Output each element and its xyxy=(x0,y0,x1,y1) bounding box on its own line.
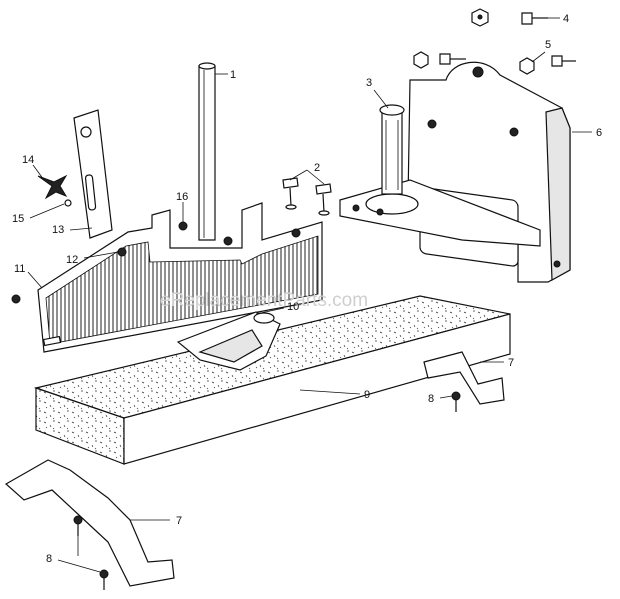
leader-lines xyxy=(27,17,592,573)
clamp-bracket-part xyxy=(73,109,113,239)
fence-part xyxy=(37,202,323,353)
callout-7-left: 7 xyxy=(176,515,182,527)
callout-1: 1 xyxy=(230,69,236,81)
watermark: eReplacementParts.com xyxy=(160,290,368,311)
callout-12: 12 xyxy=(66,254,78,266)
post-part xyxy=(198,62,216,241)
support-frame-part xyxy=(407,61,571,283)
screws-part-2 xyxy=(282,177,332,216)
leg-bracket-right xyxy=(423,351,505,405)
callout-3: 3 xyxy=(366,77,372,89)
spindle-assembly-part xyxy=(339,104,541,247)
callout-7-right: 7 xyxy=(508,357,514,369)
nuts-and-bolts xyxy=(413,8,576,75)
wing-nut-part xyxy=(37,174,72,207)
fence-screws xyxy=(11,221,301,304)
callout-5: 5 xyxy=(545,39,551,51)
callout-15: 15 xyxy=(12,213,24,225)
miter-gauge-part xyxy=(176,311,281,371)
callout-labels: 1 2 3 4 5 6 7 7 8 8 9 10 11 12 13 14 15 … xyxy=(12,13,602,565)
leg-bracket-left xyxy=(4,459,175,587)
callout-16: 16 xyxy=(176,191,188,203)
callout-2: 2 xyxy=(314,162,320,174)
screws-part-8 xyxy=(73,391,461,590)
callout-13: 13 xyxy=(52,224,64,236)
callout-6: 6 xyxy=(596,127,602,139)
callout-10: 10 xyxy=(287,301,299,313)
callout-14: 14 xyxy=(22,154,34,166)
callout-9: 9 xyxy=(364,389,370,401)
callout-11: 11 xyxy=(14,263,25,275)
callout-8-left: 8 xyxy=(46,553,52,565)
callout-8-right: 8 xyxy=(428,393,434,405)
callout-4: 4 xyxy=(563,13,569,25)
table-board-part xyxy=(33,295,511,465)
